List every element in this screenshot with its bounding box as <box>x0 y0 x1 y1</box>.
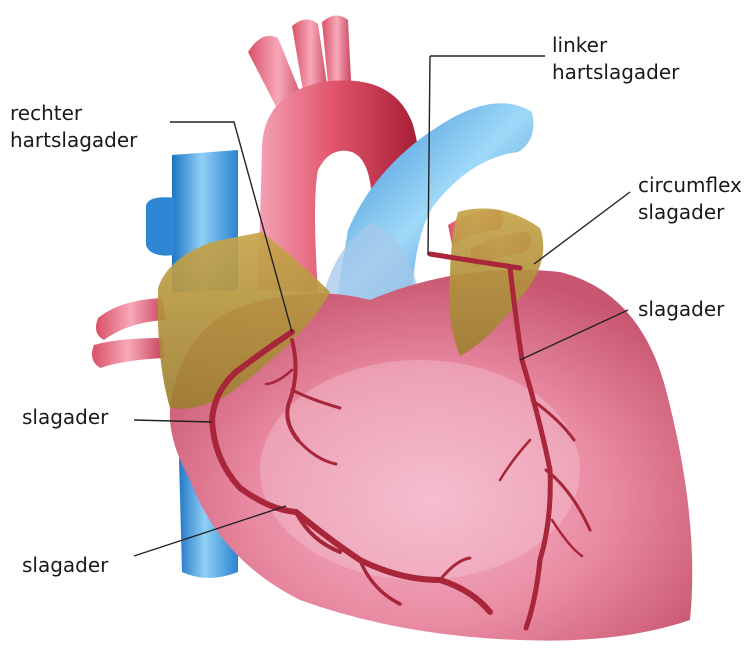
label-right-coronary-artery: rechter hartslagader <box>10 100 137 154</box>
label-artery-left-upper: slagader <box>22 404 108 431</box>
leader-circumflex <box>534 192 630 264</box>
label-line: slagader <box>638 199 742 226</box>
left-pulmonary-branches <box>92 298 166 368</box>
label-line: linker <box>552 32 679 59</box>
label-left-coronary-artery: linker hartslagader <box>552 32 679 86</box>
label-line: hartslagader <box>552 59 679 86</box>
label-line: hartslagader <box>10 127 137 154</box>
label-line: rechter <box>10 100 137 127</box>
label-artery-right: slagader <box>638 296 724 323</box>
leader-left-coronary-drop <box>428 56 430 255</box>
label-line: circumflex <box>638 172 742 199</box>
label-circumflex-artery: circumflex slagader <box>638 172 742 226</box>
label-artery-left-lower: slagader <box>22 552 108 579</box>
label-line: slagader <box>22 552 108 579</box>
label-line: slagader <box>22 404 108 431</box>
label-line: slagader <box>638 296 724 323</box>
